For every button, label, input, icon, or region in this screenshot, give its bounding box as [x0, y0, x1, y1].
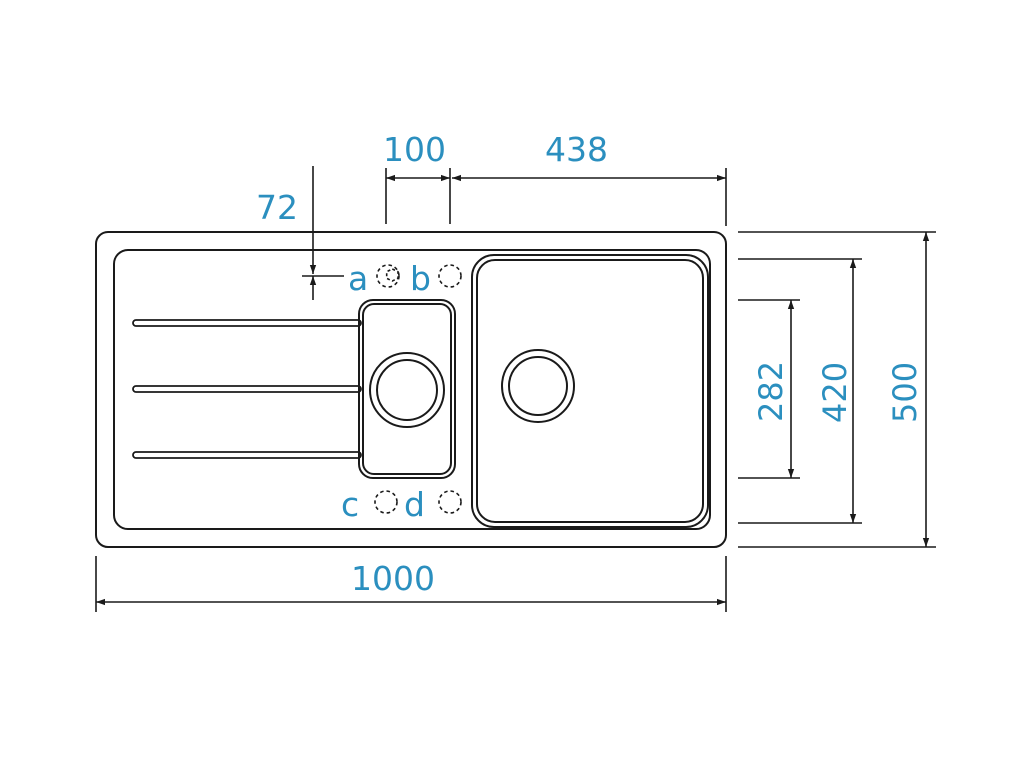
tap-hole-label-c: c	[341, 485, 359, 524]
dimension-right: 500 420 282	[738, 231, 936, 548]
drainer-groove	[132, 385, 362, 393]
tap-hole-label-b: b	[410, 259, 431, 298]
dimension-top: 100 438	[383, 130, 727, 226]
small-bowl	[358, 299, 456, 479]
dimension-500-label: 500	[886, 362, 924, 423]
sink-rim	[95, 231, 727, 548]
tap-hole-a-circle	[376, 264, 400, 288]
main-bowl-drain	[501, 349, 575, 423]
main-bowl	[471, 254, 709, 528]
tap-hole-label-a: a	[348, 259, 368, 298]
dimension-72: 72	[256, 166, 344, 300]
dimension-1000-label: 1000	[351, 559, 435, 598]
drainer-groove	[132, 451, 362, 459]
tap-holes	[374, 264, 462, 514]
tap-hole-label-d: d	[404, 485, 425, 524]
drainer-grooves	[132, 319, 362, 459]
small-bowl-drain	[369, 352, 445, 428]
tap-hole-d-circle	[438, 490, 462, 514]
dimension-72-label: 72	[256, 188, 298, 227]
tap-hole-a-icon	[385, 268, 399, 282]
dimension-282-label: 282	[752, 361, 790, 422]
dimension-438-label: 438	[545, 130, 608, 169]
tap-hole-c-circle	[374, 490, 398, 514]
dimension-1000: 1000	[95, 556, 727, 612]
dimension-100-label: 100	[383, 130, 446, 169]
tap-hole-b-circle	[438, 264, 462, 288]
drainer-groove	[132, 319, 362, 327]
dimension-420-label: 420	[816, 362, 854, 423]
sink-outline	[95, 231, 727, 548]
sink-inner-rim	[113, 249, 711, 530]
